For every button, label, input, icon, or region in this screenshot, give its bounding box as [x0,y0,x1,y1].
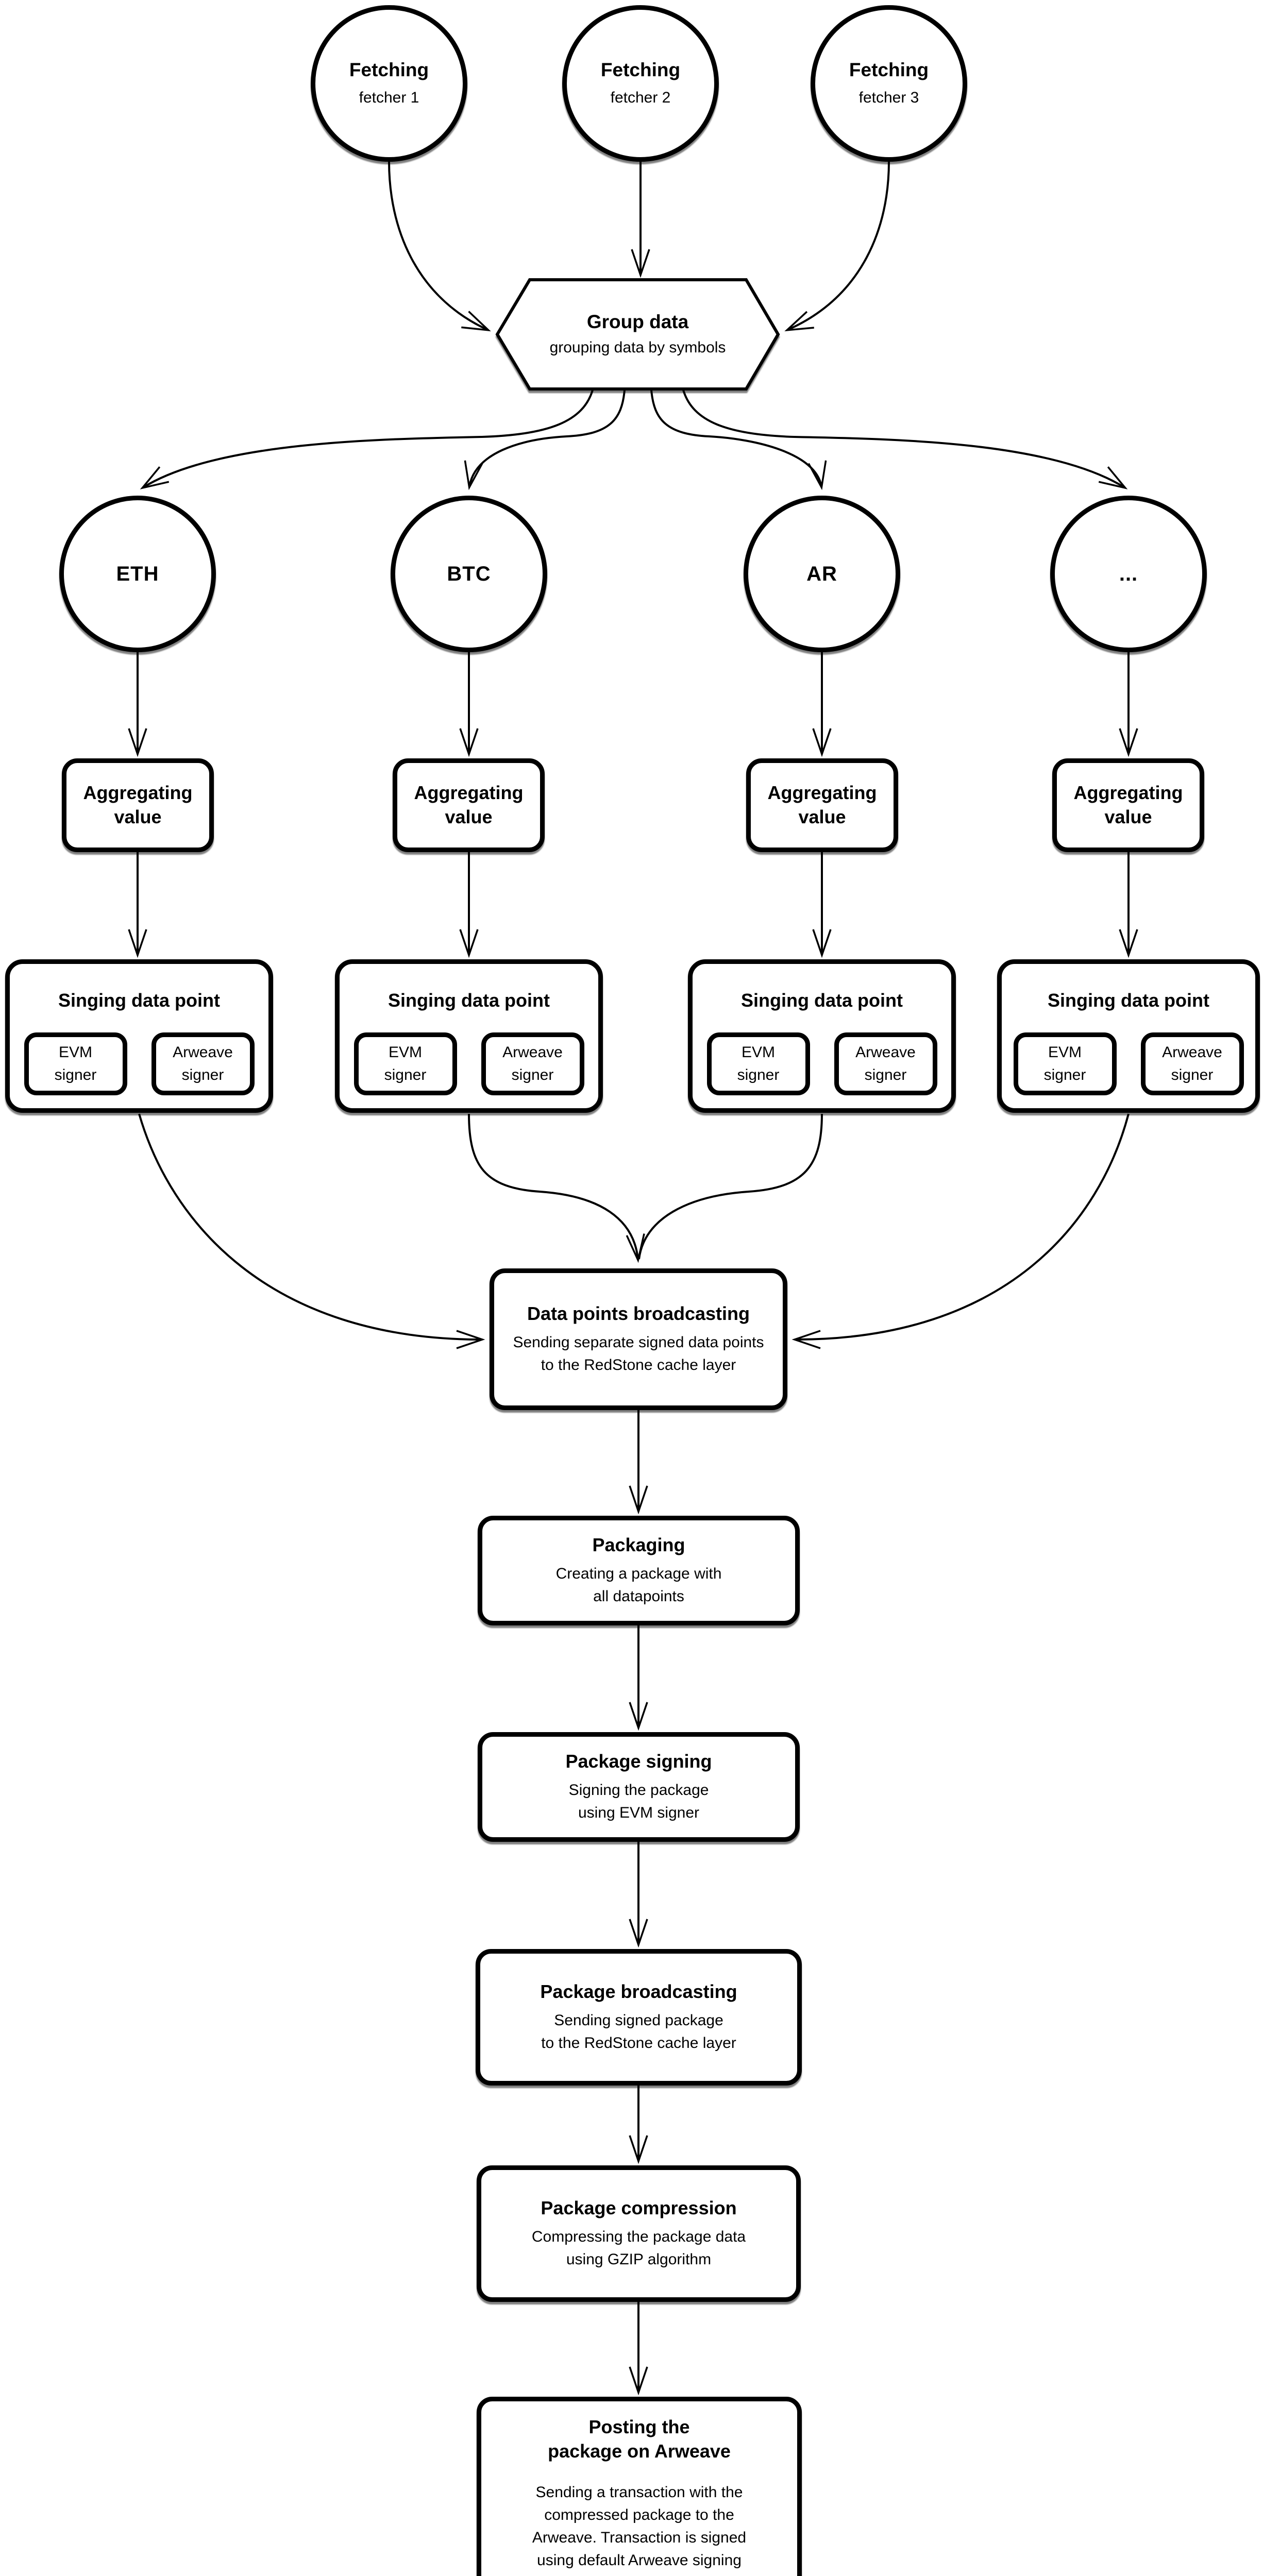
symbol-circle-btc: BTC [391,496,547,652]
aggregating-label-4: Aggregating value [1073,782,1183,827]
evm-signer-box: EVM signer [706,1032,810,1095]
signing-box-2: Singing data point EVM signer Arweave si… [335,959,603,1113]
step-body: Sending a transaction with the compresse… [532,2484,747,2576]
step-body: Sending signed package to the RedStone c… [541,2011,736,2052]
aggregating-label-1: Aggregating value [83,782,193,827]
arweave-signer-box: Arweave signer [481,1032,584,1095]
signing-title-4: Singing data point [1048,990,1209,1011]
symbol-circle-eth: ETH [59,496,216,652]
arweave-signer-box: Arweave signer [151,1032,255,1095]
posting-on-arweave-box: Posting the package on Arweave Sending a… [477,2397,802,2576]
arrow-signing4-to-broadcasting [792,1113,1130,1349]
step-body: Sending separate signed data points to t… [513,1333,764,1374]
group-data-subtitle: grouping data by symbols [549,339,726,357]
symbol-label-btc: BTC [447,562,491,585]
package-compression-box: Package compression Compressing the pack… [477,2165,801,2302]
fetcher-1-title: Fetching [349,59,429,80]
step-title: Package compression [541,2197,737,2218]
fetcher-2-circle: Fetching fetcher 2 [562,5,719,162]
step-title: Package broadcasting [540,1981,737,2002]
arrow-group-to-more [682,389,1128,489]
symbol-label-ar: AR [806,562,837,585]
aggregating-label-3: Aggregating value [767,782,877,827]
fetcher-3-circle: Fetching fetcher 3 [811,5,967,162]
symbol-label-eth: ETH [116,562,159,585]
group-data-title: Group data [586,311,689,332]
fetcher-2-title: Fetching [600,59,681,80]
symbol-label-more: ... [1119,562,1138,585]
fetcher-3-subtitle: fetcher 3 [858,89,919,107]
fetcher-3-title: Fetching [849,59,929,80]
symbol-circle-ar: AR [744,496,900,652]
step-title: Packaging [592,1534,685,1555]
signing-box-4: Singing data point EVM signer Arweave si… [997,959,1260,1113]
fetcher-1-circle: Fetching fetcher 1 [311,5,467,162]
signing-title-1: Singing data point [58,990,220,1011]
arweave-signer-box: Arweave signer [1140,1032,1244,1095]
arrow-group-to-eth [140,389,594,489]
arrow-group-to-btc [464,389,626,490]
fetcher-1-subtitle: fetcher 1 [359,89,419,107]
step-title: Posting the package on Arweave [548,2416,731,2462]
signing-title-3: Singing data point [741,990,903,1011]
arrow-signing1-to-broadcasting [138,1113,485,1349]
step-title: Package signing [565,1751,712,1772]
packaging-box: Packaging Creating a package with all da… [478,1516,800,1625]
evm-signer-box: EVM signer [353,1032,457,1095]
step-body: Compressing the package data using GZIP … [531,2228,746,2268]
arrow-signing2-to-broadcasting [468,1113,645,1263]
signer-row-4: EVM signer Arweave signer [1013,1032,1244,1095]
arrow-fetcher1-to-group [388,161,491,332]
aggregating-box-3: Aggregating value [746,758,898,852]
signing-box-1: Singing data point EVM signer Arweave si… [5,959,273,1113]
data-points-broadcasting-box: Data points broadcasting Sending separat… [490,1268,787,1410]
signer-row-3: EVM signer Arweave signer [706,1032,937,1095]
group-data-label: Group data grouping data by symbols [497,280,778,389]
step-body: Creating a package with all datapoints [555,1565,722,1605]
fetcher-2-subtitle: fetcher 2 [610,89,671,107]
evm-signer-box: EVM signer [1013,1032,1117,1095]
aggregating-box-2: Aggregating value [393,758,545,852]
symbol-circle-more: ... [1050,496,1207,652]
signing-box-3: Singing data point EVM signer Arweave si… [688,959,956,1113]
arrow-fetcher3-to-group [784,161,890,332]
arrow-group-to-ar [650,389,827,490]
group-data-hexagon [495,278,780,391]
signer-row-2: EVM signer Arweave signer [353,1032,584,1095]
step-title: Data points broadcasting [527,1303,750,1324]
arrow-signing3-to-broadcasting [638,1113,823,1260]
aggregating-box-4: Aggregating value [1052,758,1204,852]
evm-signer-box: EVM signer [24,1032,127,1095]
aggregating-box-1: Aggregating value [62,758,214,852]
signer-row-1: EVM signer Arweave signer [24,1032,255,1095]
step-body: Signing the package using EVM signer [568,1781,709,1821]
signing-title-2: Singing data point [388,990,550,1011]
arweave-signer-box: Arweave signer [834,1032,937,1095]
aggregating-label-2: Aggregating value [414,782,524,827]
package-broadcasting-box: Package broadcasting Sending signed pack… [476,1949,802,2086]
package-signing-box: Package signing Signing the package usin… [478,1732,800,1842]
